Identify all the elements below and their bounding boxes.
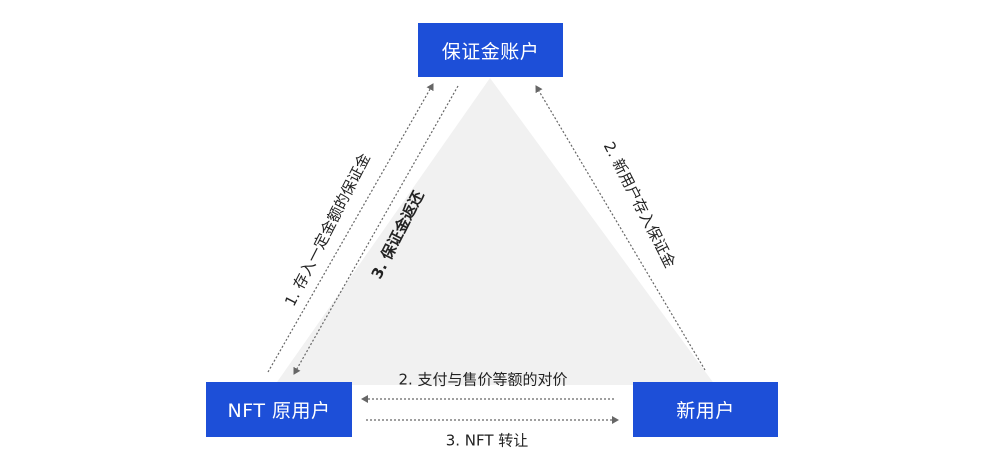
node-original-user-label: NFT 原用户 (227, 400, 331, 422)
node-deposit-account-label: 保证金账户 (441, 40, 540, 63)
arrow-deposit-fixed (267, 83, 434, 373)
background-triangle (275, 78, 715, 385)
node-new-user: 新用户 (633, 382, 778, 437)
edge-label-nft-transfer: 3. NFT 转让 (445, 431, 529, 450)
arrow-deposit-return (293, 85, 459, 375)
node-new-user-label: 新用户 (676, 400, 735, 422)
node-original-user: NFT 原用户 (206, 382, 352, 437)
node-deposit-account: 保证金账户 (418, 23, 563, 77)
arrow-new-user-deposit (535, 85, 706, 371)
edge-label-pay-equal: 2. 支付与售价等额的对价 (398, 370, 568, 389)
